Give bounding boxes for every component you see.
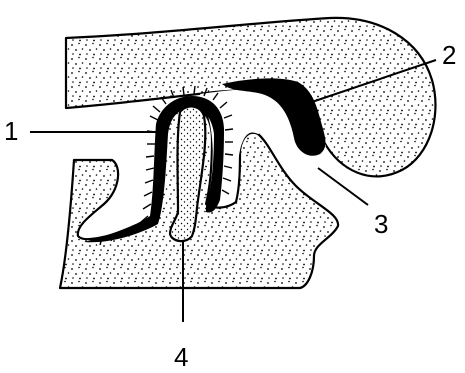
callout-label-3: 3 xyxy=(374,209,388,239)
callout-label-2: 2 xyxy=(442,40,456,70)
callout-label-1: 1 xyxy=(4,116,18,146)
callout-label-4: 4 xyxy=(174,342,188,372)
